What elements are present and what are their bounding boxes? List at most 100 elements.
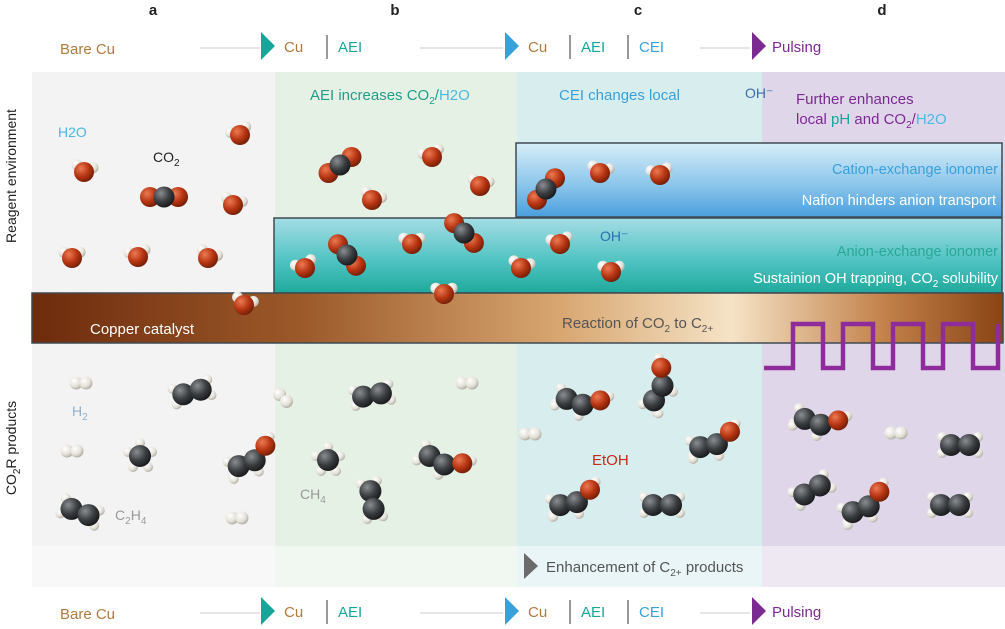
oxygen-atom — [422, 147, 442, 167]
oxygen-atom — [255, 435, 276, 456]
water-molecule — [232, 291, 259, 315]
water-molecule — [398, 232, 426, 254]
ethanol-molecule — [836, 477, 890, 530]
hydrogen-atom — [894, 426, 908, 440]
ethanol-molecule — [637, 353, 678, 419]
ethylene-molecule — [356, 475, 388, 525]
carbon-atom — [549, 494, 572, 517]
carbon-atom — [77, 504, 100, 527]
hydrogen-atom — [70, 444, 84, 458]
carbon-atom — [535, 178, 557, 200]
flow-row-top: Bare Cu Cu AEI Cu AEI CEI Pulsing — [60, 32, 821, 60]
row-label-co2r-products: CO2R products — [3, 401, 23, 495]
label-oh-minus-top: OH⁻ — [745, 85, 773, 101]
label-h2: H2 — [72, 403, 88, 423]
oxygen-atom — [650, 165, 670, 185]
label-h2o-a: H2O — [58, 124, 87, 140]
carbon-atom — [808, 474, 831, 497]
row-label-reagent-environment: Reagent environment — [3, 109, 19, 243]
oxygen-atom — [234, 295, 254, 315]
flow-arrow-blue-bottom — [505, 597, 519, 625]
hydrogen-atom — [69, 376, 83, 390]
flow-cu-label-2: Cu — [528, 39, 547, 56]
hydrogen-atom — [884, 426, 898, 440]
label-cation-exchange-ionomer: Cation-exchange ionomer — [832, 162, 998, 178]
hydrogen-molecule — [69, 376, 93, 390]
co2-molecule — [328, 234, 366, 276]
carbon-atom — [565, 491, 588, 514]
carbon-atom — [189, 378, 212, 401]
label-enhancement-c2: Enhancement of C2+ products — [546, 559, 743, 579]
carbon-atom — [362, 497, 385, 520]
carbon-atom — [642, 494, 664, 516]
enhancement-band — [32, 546, 1005, 587]
heading-cei-changes-local: CEI changes local — [559, 87, 680, 104]
flow-pulsing-label-bottom: Pulsing — [772, 604, 821, 621]
flow-arrow-purple — [752, 32, 766, 60]
water-molecule — [58, 246, 86, 268]
oxygen-atom — [62, 248, 82, 268]
flow-arrow-purple-bottom — [752, 597, 766, 625]
hydrogen-molecule — [884, 426, 908, 440]
flow-aei-label-bottom: AEI — [338, 604, 362, 621]
carbon-atom — [940, 434, 962, 456]
carbon-atom — [369, 382, 392, 405]
ethanol-molecule — [684, 418, 741, 464]
flow-cu-label: Cu — [284, 39, 303, 56]
oxygen-atom — [295, 258, 315, 278]
carbon-atom — [857, 495, 880, 518]
carbon-atom — [660, 494, 682, 516]
hydrogen-atom — [280, 395, 293, 408]
label-ch4: CH4 — [300, 486, 326, 506]
water-molecule — [360, 186, 388, 210]
ethanol-molecule — [222, 431, 276, 484]
carbon-atom — [809, 413, 832, 436]
label-anion-exchange-ionomer: Anion-exchange ionomer — [837, 244, 998, 260]
enhancement-arrow — [524, 553, 538, 579]
oxygen-atom — [511, 258, 531, 278]
panel-letter-d: d — [877, 2, 886, 19]
co2-molecule — [318, 147, 362, 183]
hydrogen-atom — [465, 376, 479, 390]
flow-row-bottom: Bare Cu Cu AEI Cu AEI CEI Pulsing — [60, 597, 821, 625]
ethanol-molecule — [787, 403, 853, 441]
water-molecule — [123, 244, 151, 267]
water-molecule — [587, 160, 615, 183]
panel-letter-b: b — [390, 2, 399, 19]
carbon-atom — [453, 222, 475, 244]
hydrogen-atom — [60, 444, 74, 458]
hydrogen-molecule — [225, 511, 249, 525]
carbon-atom — [651, 374, 674, 397]
carbon-atom — [153, 186, 175, 208]
carbon-atom — [336, 244, 358, 266]
flow-cei-label: CEI — [639, 39, 664, 56]
flow-aei-label-2: AEI — [581, 39, 605, 56]
oxygen-atom — [828, 410, 849, 431]
carbon-atom — [60, 497, 83, 520]
water-molecule — [430, 282, 458, 304]
water-molecule — [289, 254, 317, 278]
ethanol-molecule — [544, 476, 601, 522]
flow-cu-label-bottom: Cu — [284, 604, 303, 621]
pulsing-waveform — [764, 321, 1001, 371]
hydrogen-atom — [518, 427, 532, 441]
water-molecule — [417, 143, 444, 167]
carbon-atom — [129, 445, 151, 467]
methane-molecule — [311, 442, 345, 476]
carbon-atom — [317, 449, 339, 471]
ethanol-molecule — [549, 383, 615, 421]
hydrogen-atom — [79, 376, 93, 390]
hydrogen-atom — [225, 511, 239, 525]
hydrogen-atom — [235, 511, 249, 525]
hydrogen-molecule — [455, 376, 479, 390]
water-molecule — [597, 260, 625, 282]
label-oh-minus-aei: OH⁻ — [600, 228, 628, 244]
water-molecule — [545, 231, 573, 254]
ethylene-molecule — [167, 374, 217, 410]
label-co2-a: CO2 — [153, 149, 180, 169]
oxygen-atom — [128, 247, 148, 267]
flow-arrow-teal-bottom — [261, 597, 275, 625]
co2-molecule — [140, 186, 188, 208]
carbon-atom — [243, 449, 266, 472]
